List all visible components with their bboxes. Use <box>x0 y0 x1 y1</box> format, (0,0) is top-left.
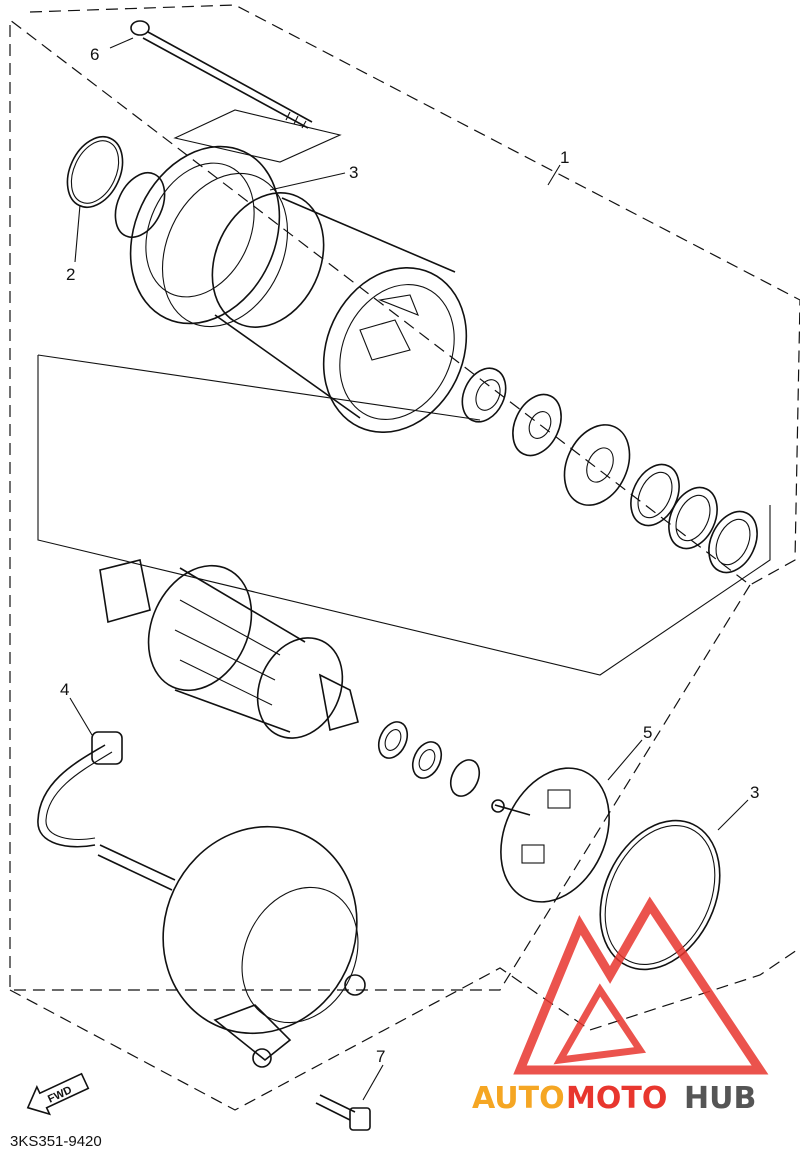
callout-2: 2 <box>66 265 75 284</box>
document-code: 3KS351-9420 <box>10 1133 102 1150</box>
callout-3-top: 3 <box>349 163 358 182</box>
fwd-arrow-icon: FWD <box>26 1072 90 1116</box>
lower-boundary-dashed <box>9 947 800 1111</box>
callout-6: 6 <box>90 45 99 64</box>
watermark-hub: HUB <box>684 1081 756 1116</box>
callout-5: 5 <box>643 723 652 742</box>
callout-4: 4 <box>60 680 69 699</box>
watermark-logo <box>513 896 769 1075</box>
screw-part-7 <box>315 1094 371 1131</box>
through-bolt-part-6 <box>130 20 313 129</box>
tag-box <box>173 109 342 163</box>
watermark-moto: MOTO <box>566 1081 667 1116</box>
yoke-housing <box>211 192 468 434</box>
callout-7: 7 <box>376 1047 385 1066</box>
rear-cover <box>97 825 366 1068</box>
o-ring-part-2 <box>66 136 124 208</box>
watermark-auto: AUTO <box>472 1081 565 1116</box>
armature-washers <box>377 721 481 797</box>
lead-wire-part-4 <box>37 731 123 848</box>
brush-holder-part-5 <box>491 767 610 903</box>
leader-lines <box>69 37 749 1101</box>
front-cover <box>114 145 289 328</box>
callout-3-bottom: 3 <box>750 783 759 802</box>
assembly-boundary-dashed <box>9 4 800 991</box>
armature-group-box <box>37 355 771 676</box>
armature <box>99 559 359 739</box>
o-ring-part-3-lower <box>599 819 721 971</box>
armature-group-box-top <box>37 354 481 421</box>
fwd-label: FWD <box>46 1084 74 1105</box>
callout-1: 1 <box>560 148 569 167</box>
bearing-and-washers <box>461 367 758 574</box>
